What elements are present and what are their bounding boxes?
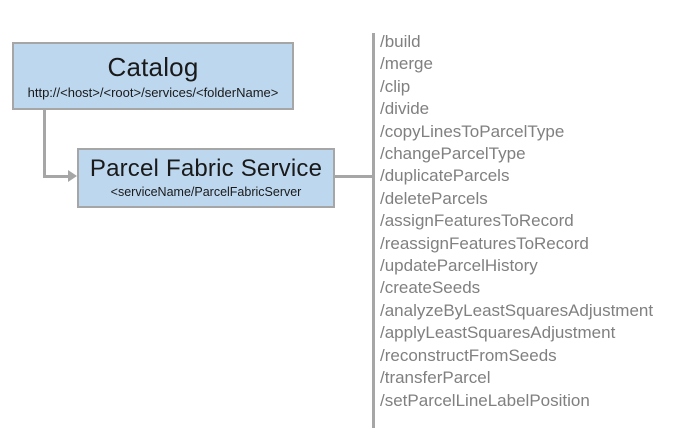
node-catalog-url: http://<host>/<root>/services/<folderNam… bbox=[27, 84, 279, 100]
operation-item: /build bbox=[380, 32, 421, 51]
operation-item: /merge bbox=[380, 54, 433, 74]
operation-item: /createSeeds bbox=[380, 278, 481, 298]
operations-divider-line bbox=[372, 33, 375, 428]
arrowhead-icon bbox=[68, 170, 77, 182]
operation-item: /changeParcelType bbox=[380, 144, 526, 164]
operation-item: /assignFeaturesToRecord bbox=[380, 211, 574, 231]
node-service-path: <serviceName/ParcelFabricServer bbox=[110, 185, 302, 199]
operations-list: /build/merge/clip/divide/copyLinesToParc… bbox=[380, 31, 682, 412]
node-parcel-fabric-service: Parcel Fabric Service <serviceName/Parce… bbox=[77, 148, 335, 208]
operation-item: /setParcelLineLabelPosition bbox=[380, 390, 590, 410]
operation-item: /transferParcel bbox=[380, 368, 491, 388]
operation-item: /divide bbox=[380, 99, 430, 119]
operation-item: /duplicateParcels bbox=[380, 166, 510, 186]
node-service-title: Parcel Fabric Service bbox=[89, 155, 323, 182]
operation-item: /deleteParcels bbox=[380, 188, 488, 208]
connector-catalog-to-service-vertical bbox=[43, 110, 46, 178]
connector-service-to-operations bbox=[335, 175, 373, 178]
connector-catalog-to-service-horizontal bbox=[43, 175, 69, 178]
operation-item: /reassignFeaturesToRecord bbox=[380, 233, 589, 253]
operation-item: /reconstructFromSeeds bbox=[380, 345, 557, 365]
operation-item: /copyLinesToParcelType bbox=[380, 121, 565, 141]
operation-item: /updateParcelHistory bbox=[380, 256, 538, 276]
operation-item: /analyzeByLeastSquaresAdjustment bbox=[380, 300, 654, 320]
node-catalog-title: Catalog bbox=[107, 51, 199, 82]
operation-item: /clip bbox=[380, 76, 411, 96]
operation-item: /applyLeastSquaresAdjustment bbox=[380, 323, 616, 343]
node-catalog: Catalog http://<host>/<root>/services/<f… bbox=[12, 42, 294, 110]
